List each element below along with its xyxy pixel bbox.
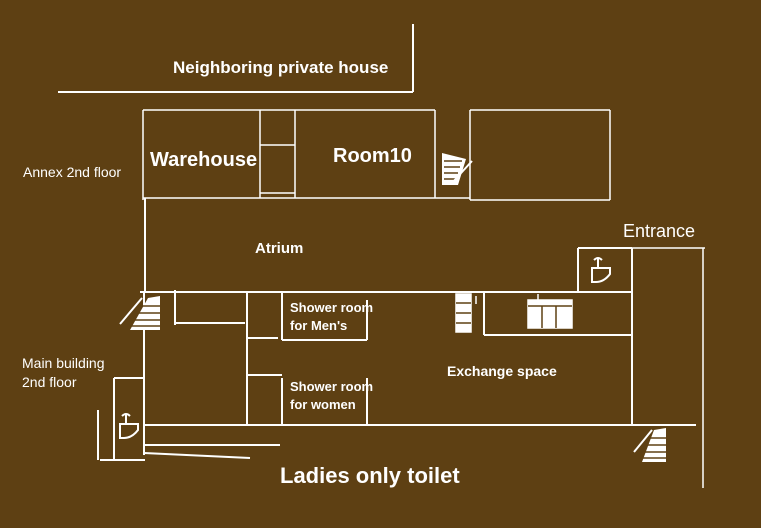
annex-floor-label: Annex 2nd floor [23,164,122,180]
exchange-space-label: Exchange space [447,363,557,379]
shelf-icon [455,293,477,333]
main-building-label: Main building [22,355,105,371]
stairs-icon [633,428,666,462]
room10-label: Room10 [333,145,412,167]
main-building-floor-label: 2nd floor [22,374,77,390]
toilet-icon [119,413,139,439]
atrium-walls [140,198,705,488]
annex-rooms [142,109,611,201]
atrium-label: Atrium [255,240,304,257]
main-building-walls [97,290,696,461]
shower-women-sub-label: for women [290,397,356,412]
neighbor-label: Neighboring private house [173,58,389,77]
warehouse-label: Warehouse [150,149,258,171]
shower-women-label: Shower room [290,379,374,394]
sink-counter-icon [527,294,573,329]
ladies-toilet-label: Ladies only toilet [280,463,460,488]
toilet-icon [591,257,611,283]
stairs-icon [442,153,473,185]
neighbor-boundary [58,24,414,93]
shower-men-label: Shower room [290,300,374,315]
entrance-label: Entrance [623,221,696,241]
shower-men-sub-label: for Men's [290,318,348,333]
stairs-icon [119,296,160,330]
